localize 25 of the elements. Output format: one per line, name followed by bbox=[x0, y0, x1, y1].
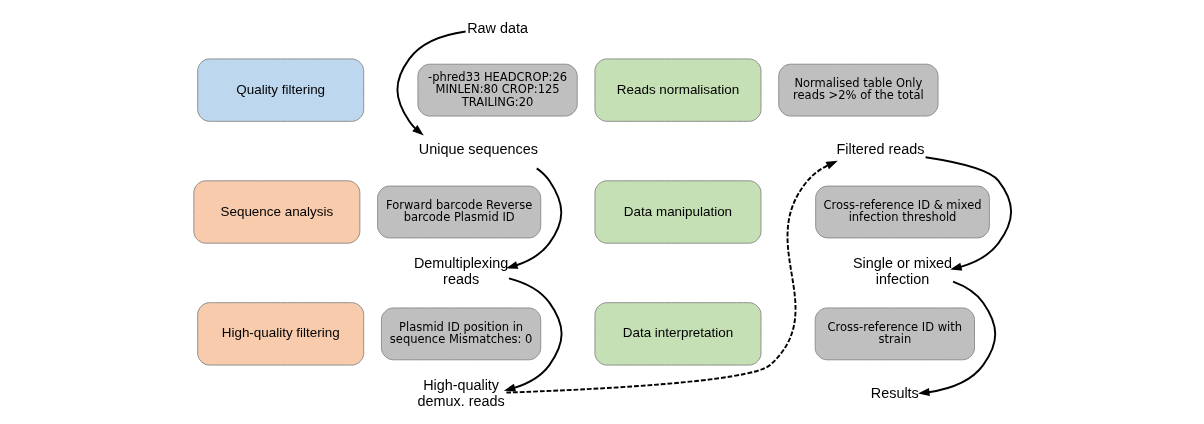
arrow bbox=[504, 160, 838, 394]
node-text: Unique sequences bbox=[418, 141, 538, 158]
node-box: -phred33 HEADCROP:26 MINLEN:80 CROP:125 TRAILING:20 bbox=[416, 63, 578, 117]
node-text: High-quality demux. reads bbox=[417, 377, 505, 410]
node-box: Reads normalisation bbox=[594, 58, 761, 122]
arrow bbox=[917, 280, 996, 397]
node-box: Plasmid ID position in sequence Mismatches: 0 bbox=[380, 307, 541, 361]
node-box: Quality filtering bbox=[196, 58, 364, 122]
arrow bbox=[505, 167, 562, 269]
node-text: Results bbox=[870, 385, 919, 402]
node-box: High-quality filtering bbox=[196, 302, 364, 366]
node-text: Single or mixed infection bbox=[852, 255, 952, 288]
arrow bbox=[924, 156, 1012, 271]
node-text: Demultiplexing reads bbox=[413, 255, 508, 288]
node-box: Data interpretation bbox=[594, 302, 761, 366]
node-box: Cross-reference ID with strain bbox=[814, 307, 975, 361]
node-text: Filtered reads bbox=[836, 141, 924, 158]
node-box: Normalised table Only reads >2% of the total bbox=[777, 63, 938, 117]
node-text: Raw data bbox=[466, 19, 528, 36]
node-box: Forward barcode Reverse barcode Plasmid ID bbox=[376, 185, 541, 239]
node-box: Cross-reference ID & mixed infection threshold bbox=[814, 185, 990, 239]
arrow bbox=[503, 277, 563, 392]
arrow bbox=[395, 30, 467, 136]
node-box: Data manipulation bbox=[594, 180, 761, 244]
node-box: Sequence analysis bbox=[192, 180, 360, 244]
